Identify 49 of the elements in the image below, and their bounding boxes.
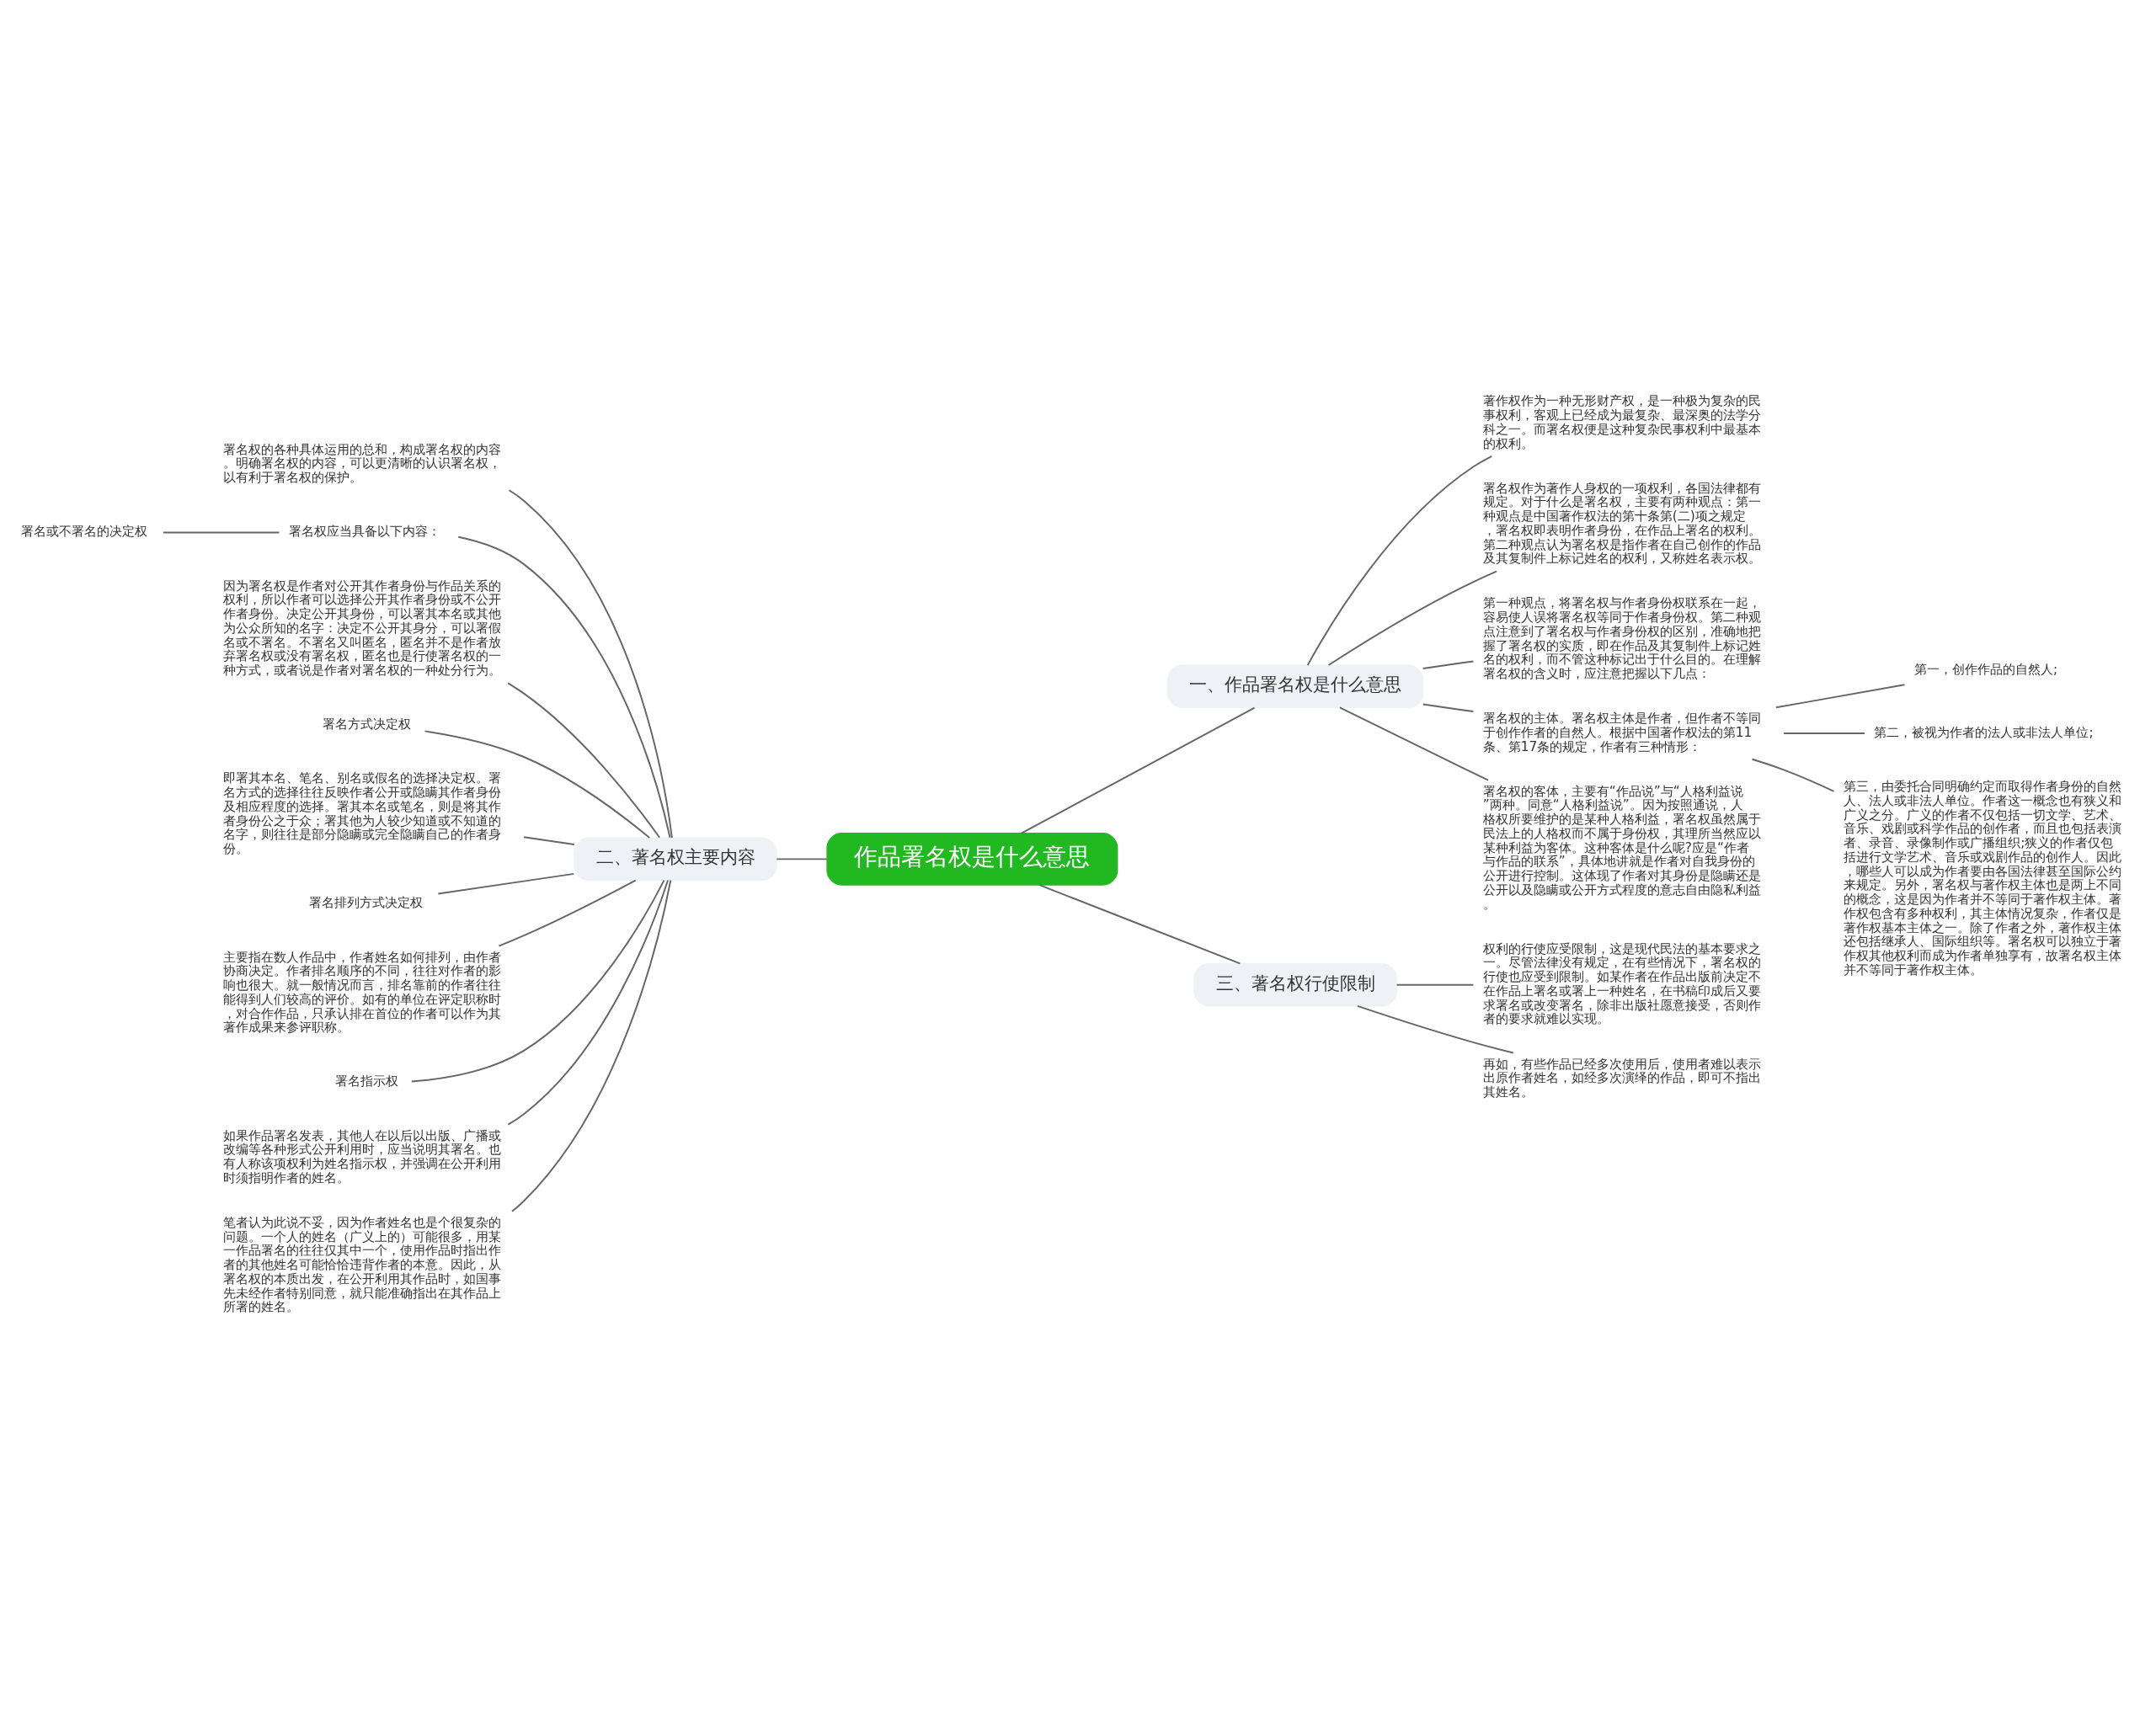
node-box: 一、作品署名权是什么意思 [1167,664,1424,709]
connector [1327,570,1497,666]
node-text: 第一，创作作品的自然人; [1913,661,2058,677]
connector [507,879,670,1126]
connector [424,730,651,839]
connector [162,531,280,534]
connector [457,535,671,839]
node-text: 署名排列方式决定权 [308,895,423,911]
node-text: 署名指示权 [335,1073,399,1089]
connector [507,682,661,839]
node-text: 署名或不署名的决定权 [20,524,147,540]
connector [508,489,673,839]
connector [1751,758,1835,792]
connector [1020,706,1256,834]
connector [1783,732,1865,735]
node-text: 即署其本名、笔名、别名或假名的选择决定权。署名方式的选择往往反映作者公开或隐瞒其作者身份及相应程度的选择。署其本名或笔名，则是将其作者身份公之于众；署其他为人较少知道或不知道的名字，则往往是部分隐瞒或完全隐瞒自己的作者身份。 [222,770,501,857]
connector [1422,703,1475,713]
connector [410,879,665,1083]
node-box: 三、著名权行使限制 [1193,962,1397,1007]
node-text: 署名权作为著作人身权的一项权利，各国法律都有规定。对于什么是署名权，主要有两种观点：第一种观点是中国著作权法的第十条第(二)项之规定，署名权即表明作者身份，在作品上署名的权利。第二种观点认为署名权是指作者在自己创作的作品及其复制件上标记姓名的权利，又称姓名表示权。 [1482,480,1761,567]
node-box: 作品署名权是什么意思 [826,832,1118,886]
connector [1396,983,1475,986]
node-text: 权利的行使应受限制，这是现代民法的基本要求之一。尽管法律没有规定，在有些情况下，署名权的行使也应受到限制。如某作者在作品出版前决定不在作品上署名或署上一种姓名，在书稿印成后又要求署名或改变署名，除非出版社愿意接受，否则作者的要求就难以实现。 [1482,940,1761,1027]
node-text: 署名方式决定权 [322,716,411,732]
connector [1422,660,1475,669]
node-text: 第三，由委托合同明确约定而取得作者身份的自然人、法人或非法人单位。作者这一概念也有狭义和广义之分。广义的作者不仅包括一切文学、艺术、音乐、戏剧或科学作品的创作者，而且也包括表演者、录音、录像制作或广播组织;狭义的作者仅包括进行文学艺术、音乐或戏剧作品的创作人。因此，哪些人可以成为作者要由各国法律甚至国际公约来规定。另外，署名权与著作权主体也是两上不同的概念，这是因为作者并不等同于著作权主体。著作权包含有多种权利，其主体情况复杂，作者仅是著作权基本主体之一。除了作者之外，著作权主体还包括继承人、国际组织等。署名权可以独立于著作权其他权利而成为作者单独享有，故署名权主体并不等同于著作权主体。 [1844,779,2122,978]
node-text: 再如，有些作品已经多次使用后，使用者难以表示出原作者姓名，如经多次演绎的作品，即可不指出其姓名。 [1482,1056,1761,1100]
connector [498,879,637,947]
connector [1357,1004,1514,1054]
node-text: 著作权作为一种无形财产权，是一种极为复杂的民事权利，客观上已经成为最复杂、最深奥的法学分科之一。而署名权便是这种复杂民事权利中最基本的权利。 [1482,393,1761,451]
connector [1306,455,1493,667]
node-text: 主要指在数人作品中，作者姓名如何排列，由作者协商决定。作者排名顺序的不同，往往对作者的影响也很大。就一般情况而言，排名靠前的作者往往能得到人们较高的评价。如有的单位在评定职称时，对合作作品，只承认排在首位的作者可以作为其著作成果来参评职称。 [222,949,501,1036]
connector [511,879,672,1212]
node-text: 如果作品署名发表，其他人在以后以出版、广播或改编等各种形式公开利用时，应当说明其署名。也有人称该项权利为姓名指示权，并强调在公开利用时须指明作者的姓名。 [222,1127,501,1185]
node-text: 第一种观点，将署名权与作者身份权联系在一起，容易使人误将署名权等同于作者身份权。第二种观点注意到了署名权与作者身份权的区别，准确地把握了署名权的实质，即在作品及其复制件上标记姓名的权利，而不管这种标记出于什么目的。在理解署名权的含义时，应注意把握以下几点： [1482,595,1761,682]
connector [437,872,575,895]
connector [1038,884,1241,965]
node-text: 署名权的客体，主要有“作品说”与“人格利益说”两种。同意“人格利益说”。因为按照通说，人格权所要维护的是某种人格利益，署名权虽然属于民法上的人格权而不属于身份权，其理所当然应以某种利益为客体。这种客体是什么呢?应是“作者与作品的联系”，具体地讲就是作者对自我身份的公开进行控制。这体现了作者对其身份是隐瞒还是公开以及隐瞒或公开方式程度的意志自由隐私利益。 [1482,783,1761,912]
node-box: 二、著名权主要内容 [574,837,777,882]
connector [1774,684,1906,709]
node-text: 署名权应当具备以下内容： [288,524,440,540]
connector [776,858,828,860]
node-text: 因为署名权是作者对公开其作者身份与作品关系的权利，所以作者可以选择公开其作者身份或不公开作者身份。决定公开其身份，可以署其本名或其他为公众所知的名字：决定不公开其身分，可以署假名或不署名。不署名又叫匿名，匿名并不是作者放弃署名权或没有署名权，匿名也是行使署名权的一种方式，或者说是作者对署名权的一种处分行为。 [222,578,501,679]
connector [1338,706,1489,781]
node-text: 署名权的各种具体运用的总和，构成署名权的内容。明确署名权的内容，可以更清晰的认识署名权，以有利于署名权的保护。 [222,441,501,486]
connector [523,836,575,845]
node-text: 笔者认为此说不妥，因为作者姓名也是个很复杂的问题。一个人的姓名（广义上的）可能很多，用某一作品署名的往往仅其中一个，使用作品时指出作者的其他姓名可能恰恰违背作者的本意。因此，从署名权的本质出发，在公开利用其作品时，如国事先未经作者特别同意，就只能准确指出在其作品上所署的姓名。 [222,1214,501,1315]
node-text: 第二，被视为作者的法人或非法人单位; [1874,724,2094,740]
node-text: 署名权的主体。署名权主体是作者，但作者不等同于创作作者的自然人。根据中国著作权法的第11条、第17条的规定，作者有三种情形： [1482,711,1761,754]
